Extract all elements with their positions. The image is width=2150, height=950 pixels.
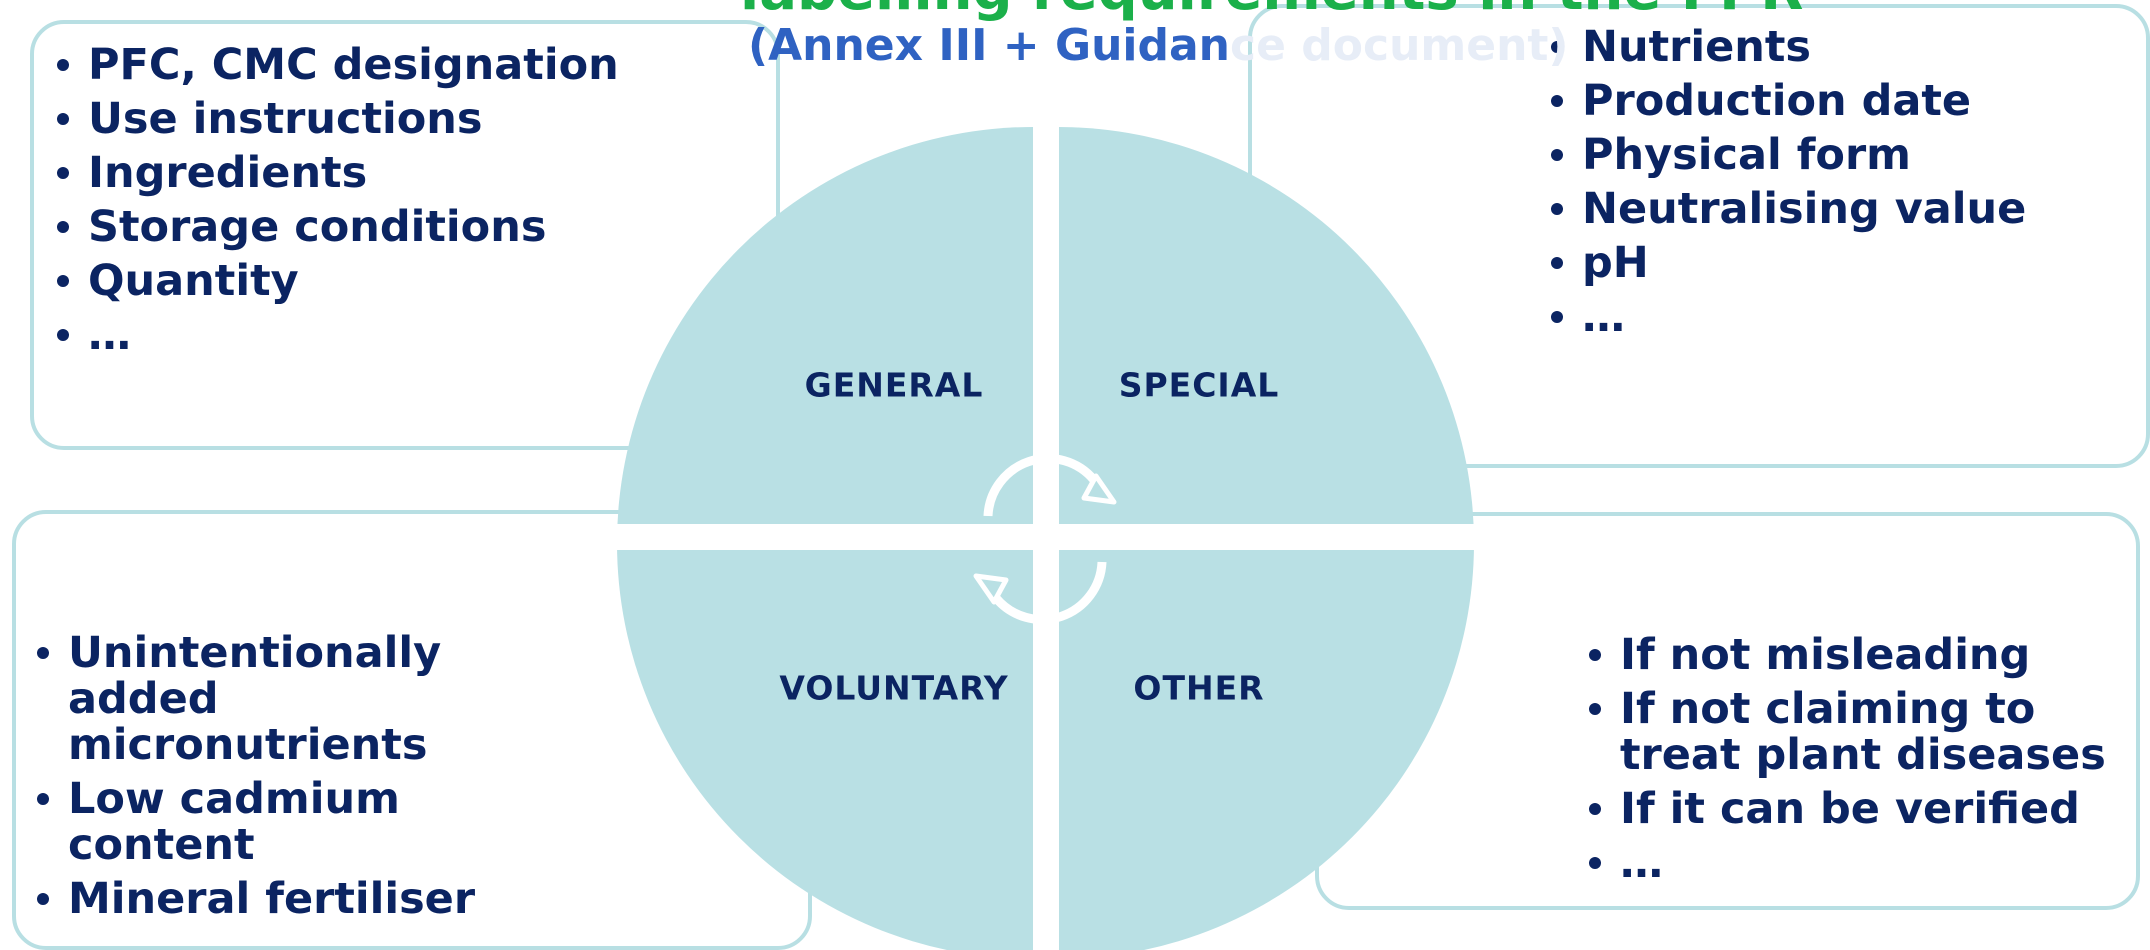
list-item: PFC, CMC designation	[52, 42, 652, 88]
general-list: PFC, CMC designation Use instructions In…	[52, 42, 652, 366]
subtitle-faded: ce document)	[1230, 20, 1569, 71]
list-item: Use instructions	[52, 96, 652, 142]
other-list: If not misleading If not claiming to tre…	[1584, 632, 2144, 894]
list-item: …	[1546, 294, 2146, 340]
page-subtitle: (Annex III + Guidance document)	[748, 20, 1569, 71]
cycle-arrows-icon	[973, 454, 1117, 624]
list-item: …	[52, 312, 652, 358]
list-item: …	[1584, 840, 2144, 886]
list-item: Nutrients	[1546, 24, 2146, 70]
list-item: Quantity	[52, 258, 652, 304]
list-item: Physical form	[1546, 132, 2146, 178]
quadrant-label-other: OTHER	[1133, 668, 1265, 708]
list-item: Low cadmium content	[32, 776, 592, 868]
list-item: If it can be verified	[1584, 786, 2144, 832]
list-item: Production date	[1546, 78, 2146, 124]
list-item: Neutralising value	[1546, 186, 2146, 232]
list-item: Storage conditions	[52, 204, 652, 250]
list-item: Unintentionally added micronutrients	[32, 630, 592, 768]
quadrant-other	[1058, 543, 1474, 950]
special-list: Nutrients Production date Physical form …	[1546, 24, 2146, 348]
voluntary-list: Unintentionally added micronutrients Low…	[32, 630, 592, 930]
list-item: If not claiming to treat plant diseases	[1584, 686, 2144, 778]
quadrant-label-special: SPECIAL	[1118, 365, 1280, 405]
quadrant-voluntary	[617, 543, 1033, 950]
list-item: Ingredients	[52, 150, 652, 196]
subtitle-visible: (Annex III + Guidan	[748, 20, 1231, 71]
list-item: pH	[1546, 240, 2146, 286]
quadrant-label-general: GENERAL	[804, 365, 984, 405]
quadrant-general	[617, 127, 1033, 543]
list-item: Mineral fertiliser	[32, 876, 592, 922]
page-title: labelling requirements in the FPR	[740, 0, 1803, 23]
list-item: If not misleading	[1584, 632, 2144, 678]
quadrant-label-voluntary: VOLUNTARY	[779, 668, 1009, 708]
quadrant-special	[1058, 127, 1474, 543]
